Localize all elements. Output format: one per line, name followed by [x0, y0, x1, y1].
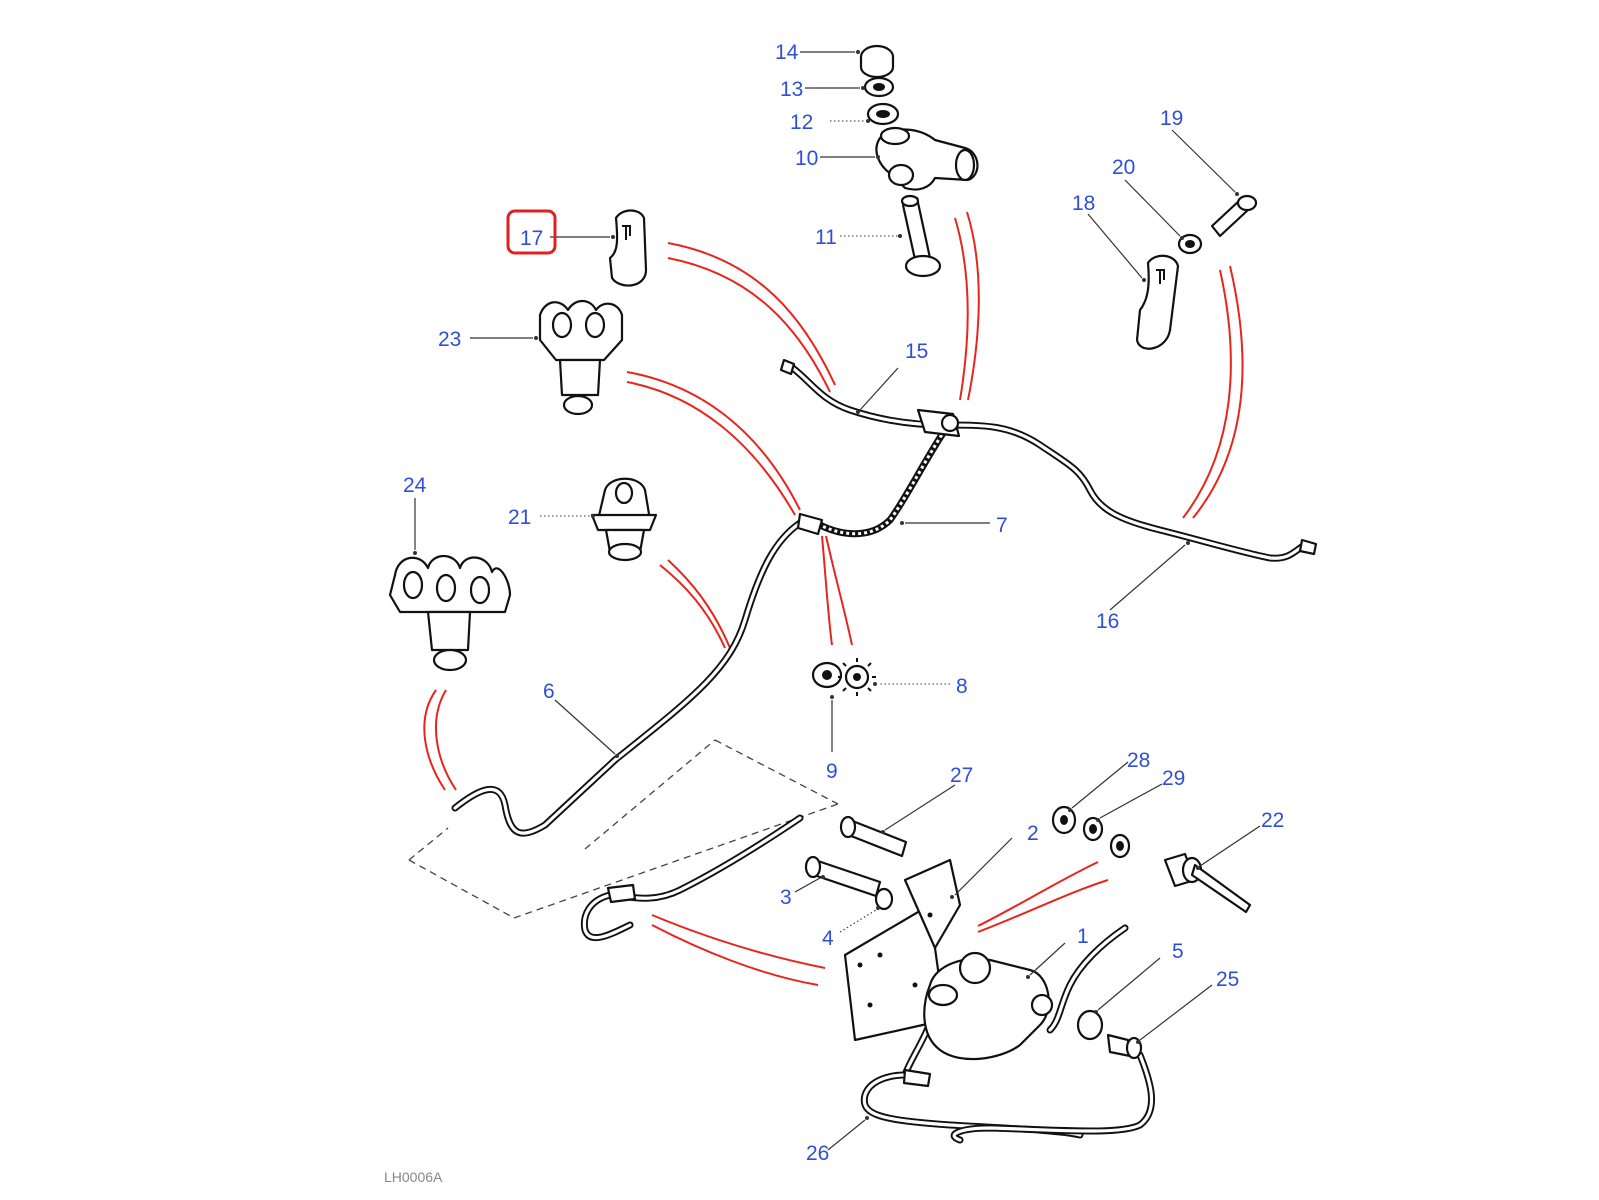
- hose-7: [796, 408, 961, 538]
- pipe-6: [451, 519, 804, 837]
- part-4-washer: [874, 887, 894, 911]
- callout-28[interactable]: 28: [1127, 749, 1150, 772]
- callout-4[interactable]: 4: [822, 927, 834, 950]
- callout-25[interactable]: 25: [1216, 968, 1239, 991]
- part-14-cap: [859, 44, 895, 79]
- part-21-grommet: [590, 477, 658, 562]
- part-23-double-clip: [538, 299, 624, 416]
- pipe-lower: [580, 814, 1156, 1144]
- diagram-reference-code: LH0006A: [384, 1169, 443, 1185]
- callout-10[interactable]: 10: [795, 147, 818, 170]
- callout-14[interactable]: 14: [775, 41, 799, 64]
- callout-11[interactable]: 11: [815, 226, 837, 249]
- callout-18[interactable]: 18: [1072, 192, 1095, 215]
- assembly-boundary: [408, 739, 839, 919]
- callout-29[interactable]: 29: [1162, 767, 1185, 790]
- callout-16[interactable]: 16: [1096, 610, 1119, 633]
- part-8-star-washer: [838, 658, 876, 696]
- part-17-pipe-clip: [608, 209, 648, 287]
- part-12-seal: [866, 102, 900, 126]
- callout-26[interactable]: 26: [806, 1142, 829, 1165]
- callout-8[interactable]: 8: [956, 675, 968, 698]
- callout-12[interactable]: 12: [790, 111, 813, 134]
- callout-labels: 14 13 12 10 11 17 23 15 24 21 7 16 19 20…: [403, 41, 1284, 1165]
- callout-15[interactable]: 15: [905, 340, 928, 363]
- callout-24[interactable]: 24: [403, 474, 427, 497]
- callout-23[interactable]: 23: [438, 328, 461, 351]
- part-9-nut: [811, 661, 843, 689]
- callout-5[interactable]: 5: [1172, 940, 1184, 963]
- part-27-bolt: [839, 815, 908, 858]
- part-10-tee-piece: [875, 126, 979, 191]
- part-18-pipe-clip: [1135, 254, 1180, 350]
- pipe-15-16: [779, 358, 1318, 562]
- part-25-union: [1106, 1033, 1143, 1060]
- part-5-grommet: [1076, 1009, 1104, 1041]
- callout-13[interactable]: 13: [780, 78, 803, 101]
- callout-21[interactable]: 21: [508, 506, 531, 529]
- association-lines: [423, 211, 1244, 986]
- callout-7[interactable]: 7: [996, 514, 1008, 537]
- callout-6[interactable]: 6: [543, 680, 555, 703]
- callout-1[interactable]: 1: [1077, 925, 1089, 948]
- part-22-sensor: [1163, 852, 1252, 914]
- part-13-clip: [863, 76, 895, 98]
- part-3-bolt: [804, 855, 882, 898]
- callout-27[interactable]: 27: [950, 764, 973, 787]
- part-11-bolt: [900, 194, 942, 278]
- part-20-washer: [1177, 233, 1203, 255]
- callout-3[interactable]: 3: [780, 886, 792, 909]
- part-24-triple-clip: [388, 554, 512, 672]
- callout-19[interactable]: 19: [1160, 107, 1183, 130]
- callout-17[interactable]: 17: [520, 227, 543, 250]
- part-1-valve-body: [923, 951, 1054, 1061]
- part-29-washer: [1082, 816, 1131, 859]
- part-28-nut: [1051, 805, 1077, 835]
- leader-lines: [413, 50, 1261, 1151]
- part-19-screw: [1210, 194, 1258, 238]
- callout-20[interactable]: 20: [1112, 156, 1135, 179]
- callout-2[interactable]: 2: [1027, 822, 1039, 845]
- callout-9[interactable]: 9: [826, 760, 838, 783]
- callout-22[interactable]: 22: [1261, 809, 1284, 832]
- callout-17-highlight: [506, 209, 557, 255]
